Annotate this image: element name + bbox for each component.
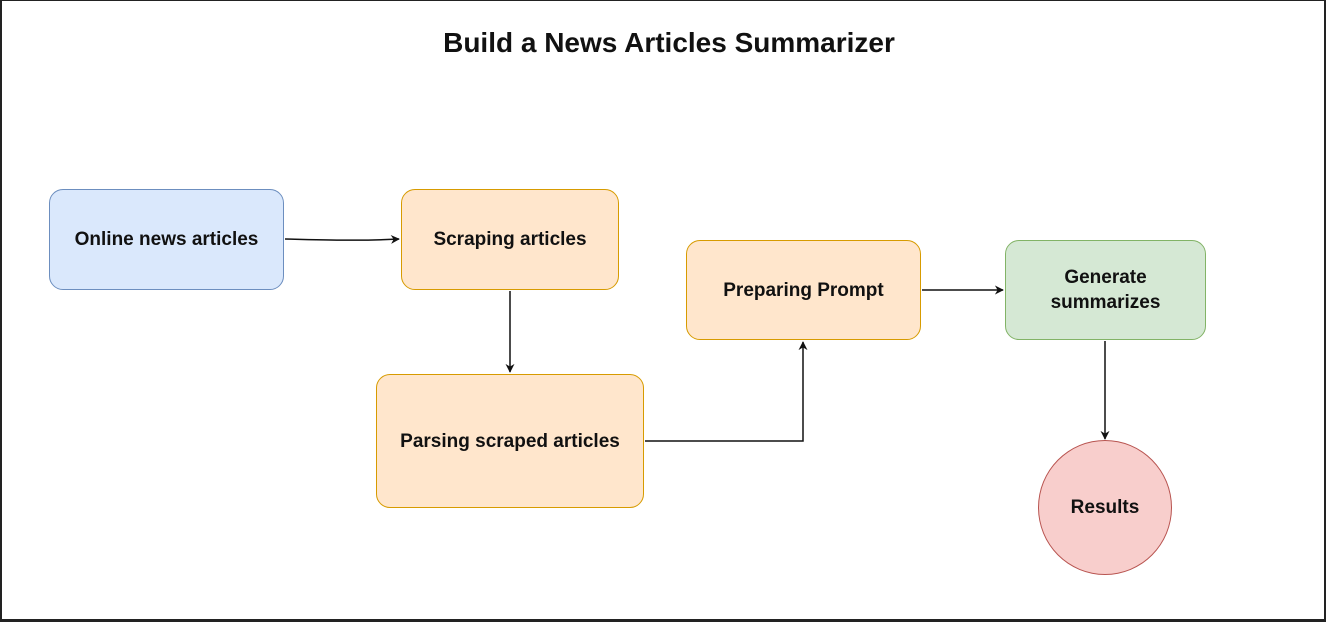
node-generate-summarizes[interactable]: Generate summarizes — [1005, 240, 1206, 340]
node-online-news-articles[interactable]: Online news articles — [49, 189, 284, 290]
node-label: Parsing scraped articles — [400, 430, 620, 452]
node-label: Preparing Prompt — [723, 279, 884, 301]
node-label: Results — [1070, 497, 1140, 518]
edge-parsing-to-prompt — [645, 341, 808, 442]
node-results[interactable]: Results — [1038, 440, 1172, 575]
node-preparing-prompt[interactable]: Preparing Prompt — [686, 240, 921, 340]
node-label: Online news articles — [74, 229, 259, 250]
diagram-title: Build a News Articles Summarizer — [443, 27, 895, 58]
node-scraping-articles[interactable]: Scraping articles — [401, 189, 619, 290]
node-label: Scraping articles — [433, 229, 587, 250]
edge-online-to-scraping — [284, 234, 400, 244]
node-parsing-scraped-articles[interactable]: Parsing scraped articles — [376, 374, 644, 508]
node-label: Generate summarizes — [1050, 267, 1161, 313]
